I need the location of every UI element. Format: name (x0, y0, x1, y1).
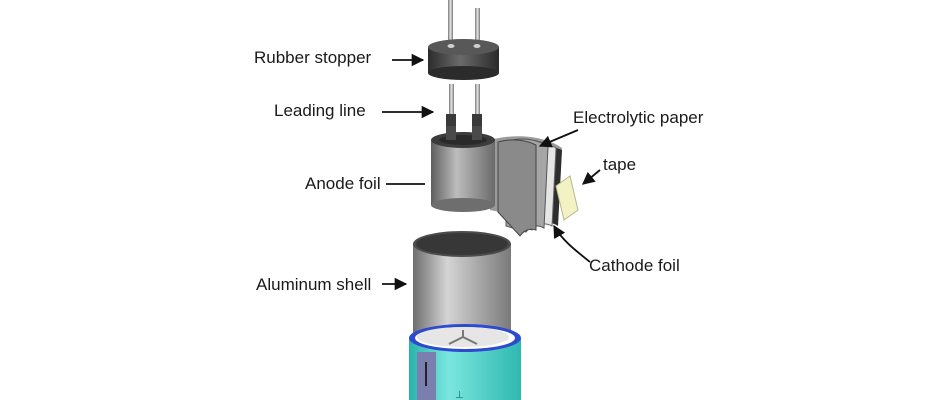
arrow-tape (582, 169, 601, 185)
top-lead-pins (448, 0, 480, 46)
label-electrolytic-paper: Electrolytic paper (573, 108, 704, 127)
electrolytic-paper-layers (490, 136, 562, 237)
anode-foil-roll (431, 126, 495, 212)
label-aluminum-shell: Aluminum shell (256, 275, 372, 294)
label-cathode-foil: Cathode foil (589, 256, 680, 275)
label-anode-foil: Anode foil (305, 174, 381, 193)
label-tape: tape (603, 155, 637, 174)
arrow-cathode-foil (553, 224, 591, 263)
label-rubber-stopper: Rubber stopper (254, 48, 372, 67)
label-leading-line: Leading line (274, 101, 366, 120)
arrow-electrolytic-paper (538, 129, 579, 148)
leader-arrows (382, 53, 601, 291)
tape-part (555, 175, 579, 221)
rubber-stopper-part (428, 39, 499, 80)
capacitor-sleeve: ⊥ (409, 324, 521, 400)
svg-text:⊥: ⊥ (455, 390, 464, 400)
